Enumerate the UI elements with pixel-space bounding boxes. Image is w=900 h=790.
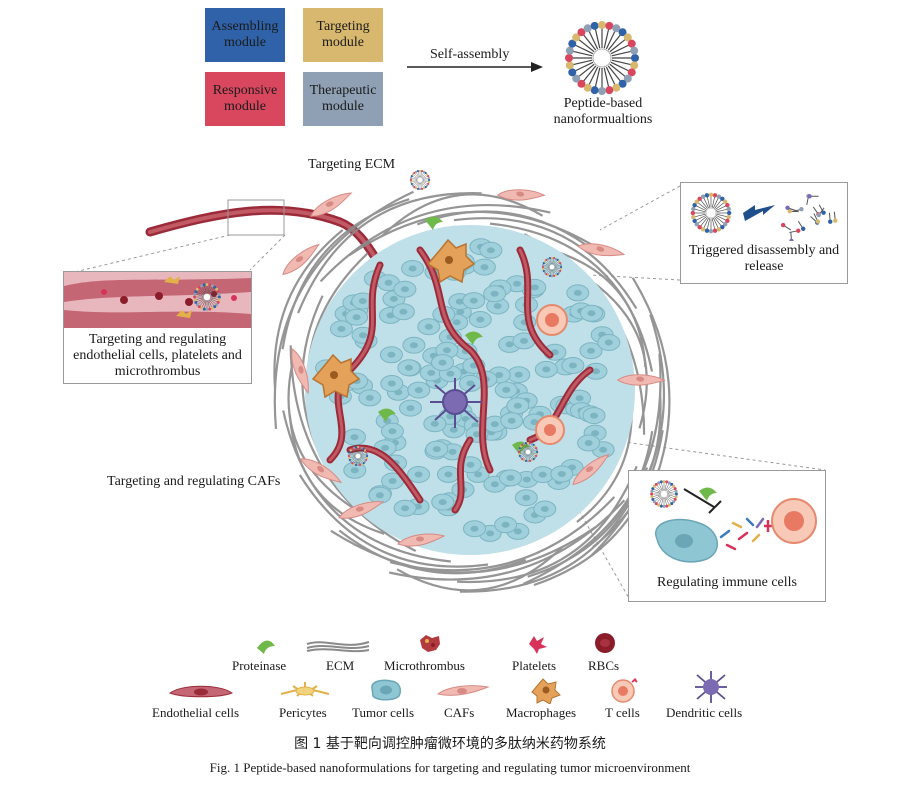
figure-caption-english: Fig. 1 Peptide-based nanoformulations fo… — [209, 760, 691, 775]
platelet-icon — [529, 636, 547, 654]
triggered-disassembly-label: Triggered disassembly and release — [688, 243, 840, 274]
microthrombus-icon — [420, 635, 440, 652]
legend-macrophages-label: Macrophages — [506, 705, 577, 720]
nanoformulation-label: Peptide-based nanoformualtions — [553, 96, 653, 127]
t-cell-icon — [611, 678, 638, 703]
legend-proteinase-label: Proteinase — [232, 658, 287, 673]
released-peptides-icon — [781, 193, 838, 241]
tumor-microenvironment-illustration — [61, 169, 826, 601]
self-assembly-arrow — [407, 62, 543, 72]
ecm-icon — [306, 641, 370, 653]
immune-callout: Regulating immune cells — [628, 470, 826, 602]
figure-caption-chinese: 图 1 基于靶向调控肿瘤微环境的多肽纳米药物系统 — [294, 736, 606, 752]
responsive-module-box: Responsive module — [205, 72, 285, 126]
legend-tumor-cells-label: Tumor cells — [352, 705, 414, 720]
self-assembly-label: Self-assembly — [430, 47, 510, 62]
proteinase-icon — [257, 640, 275, 654]
targeting-module-label: Targeting module — [316, 19, 370, 50]
legend-platelets-label: Platelets — [512, 658, 557, 673]
therapeutic-module-label: Therapeutic module — [309, 83, 377, 114]
triggered-disassembly-callout: Triggered disassembly and release — [680, 182, 848, 284]
legend-t-cells-label: T cells — [605, 705, 640, 720]
targeting-module-box: Targeting module — [303, 8, 383, 62]
caf-icon — [436, 685, 490, 696]
legend-rbcs-label: RBCs — [588, 658, 620, 673]
pericyte-icon — [280, 682, 330, 697]
targeting-ecm-label: Targeting ECM — [308, 157, 396, 172]
assembling-module-box: Assembling module — [205, 8, 285, 62]
endothelial-callout-label: Targeting and regulating endothelial cel… — [73, 332, 242, 379]
tumor-cell-icon — [371, 679, 402, 701]
dendritic-cell-icon — [695, 671, 727, 703]
legend-ecm-label: ECM — [326, 658, 355, 673]
therapeutic-module-box: Therapeutic module — [303, 72, 383, 126]
legend-microthrombus-label: Microthrombus — [384, 658, 465, 673]
immune-regulation-illustration — [654, 487, 817, 563]
dendritic-cell — [430, 378, 482, 428]
legend-pericytes-label: Pericytes — [279, 705, 327, 720]
peptide-nanoformulation-icon — [565, 21, 639, 95]
t-cell — [535, 304, 568, 445]
responsive-module-label: Responsive module — [212, 83, 278, 114]
endothelial-cell-icon — [168, 685, 234, 698]
legend-cafs-label: CAFs — [444, 705, 475, 720]
rbc-icon — [595, 633, 615, 653]
targeting-cafs-label: Targeting and regulating CAFs — [107, 474, 281, 489]
vessel-cross-section-illustration — [64, 272, 251, 328]
nanoparticle-icon — [193, 283, 221, 311]
assembling-module-label: Assembling module — [211, 19, 279, 50]
legend-endothelial-label: Endothelial cells — [152, 705, 240, 720]
immune-callout-label: Regulating immune cells — [657, 575, 797, 590]
legend-dendritic-cells-label: Dendritic cells — [666, 705, 743, 720]
nanoparticle-icon — [690, 192, 732, 234]
macrophage-icon — [531, 678, 561, 704]
lightning-trigger-icon — [743, 205, 775, 221]
nanoparticle-icon — [650, 480, 678, 508]
endothelial-callout: Targeting and regulating endothelial cel… — [63, 271, 252, 384]
